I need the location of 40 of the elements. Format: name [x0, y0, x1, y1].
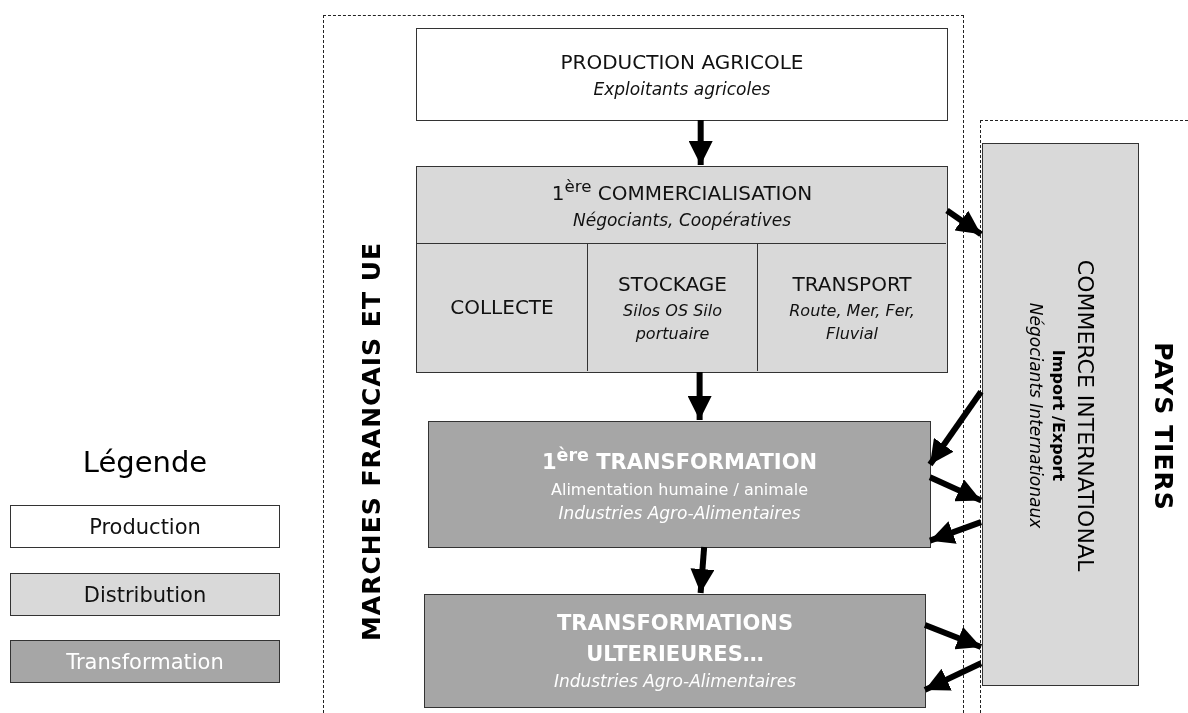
activity-cell	[757, 243, 946, 371]
legend-swatch: Transformation	[10, 640, 280, 683]
process-box	[416, 166, 948, 373]
box-heading: PRODUCTION AGRICOLE	[560, 48, 804, 76]
process-box	[424, 594, 926, 708]
box-description: Industries Agro-Alimentaires	[553, 670, 797, 694]
market-region	[980, 120, 1188, 713]
arrow	[690, 546, 715, 594]
box-heading: STOCKAGE	[618, 270, 727, 298]
subheading: Import /Export	[1048, 349, 1070, 482]
box-description: Exploitants agricoles	[593, 77, 771, 101]
box-heading: TRANSPORT	[792, 270, 912, 298]
activity-cell	[587, 243, 757, 371]
arrow	[928, 519, 983, 544]
legend-swatch: Production	[10, 505, 280, 548]
box-description: Négociants, Coopératives	[572, 208, 792, 232]
market-region	[323, 15, 964, 713]
process-box	[982, 143, 1139, 686]
legend-title: Légende	[81, 445, 209, 479]
process-box	[416, 28, 948, 121]
box-description: Alimentation humaine / animale	[551, 478, 808, 501]
arrow	[923, 660, 983, 693]
description: Négociants Internationaux	[1024, 302, 1047, 529]
arrow	[687, 372, 712, 420]
box-heading: 1$^{ère}$ COMMERCIALISATION	[551, 176, 813, 207]
process-box	[428, 421, 931, 548]
arrow	[928, 474, 983, 504]
arrow	[688, 120, 713, 165]
arrow	[923, 622, 983, 650]
box-description: Silos OS Silo portuaire	[622, 299, 723, 345]
box-heading: 1$^{ère}$ TRANSFORMATION	[541, 444, 818, 477]
region-label: PAYS TIERS	[1148, 341, 1178, 511]
box-heading: TRANSFORMATIONS ULTERIEURES…	[556, 610, 794, 668]
box-description: Industries Agro-Alimentaires	[558, 502, 801, 525]
legend-swatch: Distribution	[10, 573, 280, 616]
main-heading: COMMERCE INTERNATIONAL	[1072, 259, 1099, 572]
box-heading: COLLECTE	[450, 294, 554, 321]
region-label: MARCHES FRANCAIS ET UE	[356, 241, 386, 641]
box-description: Route, Mer, Fer, Fluvial	[788, 299, 916, 345]
arrow	[927, 390, 984, 467]
